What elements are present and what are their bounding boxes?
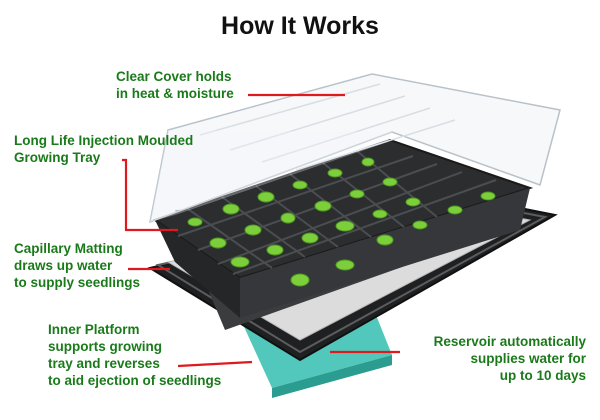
clear-cover-front <box>150 130 392 222</box>
platform-leader <box>177 360 253 368</box>
platform-label: Inner Platform supports growing tray and… <box>48 322 222 388</box>
tray-label: Long Life Injection Moulded Growing Tray <box>14 133 194 165</box>
clear-cover <box>149 73 561 224</box>
tray-leader <box>122 158 178 232</box>
clear-cover-ridges <box>199 83 456 171</box>
leader-lines <box>122 93 400 368</box>
reservoir-label: Reservoir automatically supplies water f… <box>433 334 586 383</box>
matting-label: Capillary Matting draws up water to supp… <box>14 241 141 290</box>
growing-tray-front <box>155 220 240 318</box>
growing-tray-right <box>240 188 530 318</box>
page-title: How It Works <box>221 12 379 40</box>
cover-label: Clear Cover holds in heat & moisture <box>116 69 234 101</box>
seedlings <box>187 157 496 287</box>
reservoir-shadow <box>272 355 392 398</box>
